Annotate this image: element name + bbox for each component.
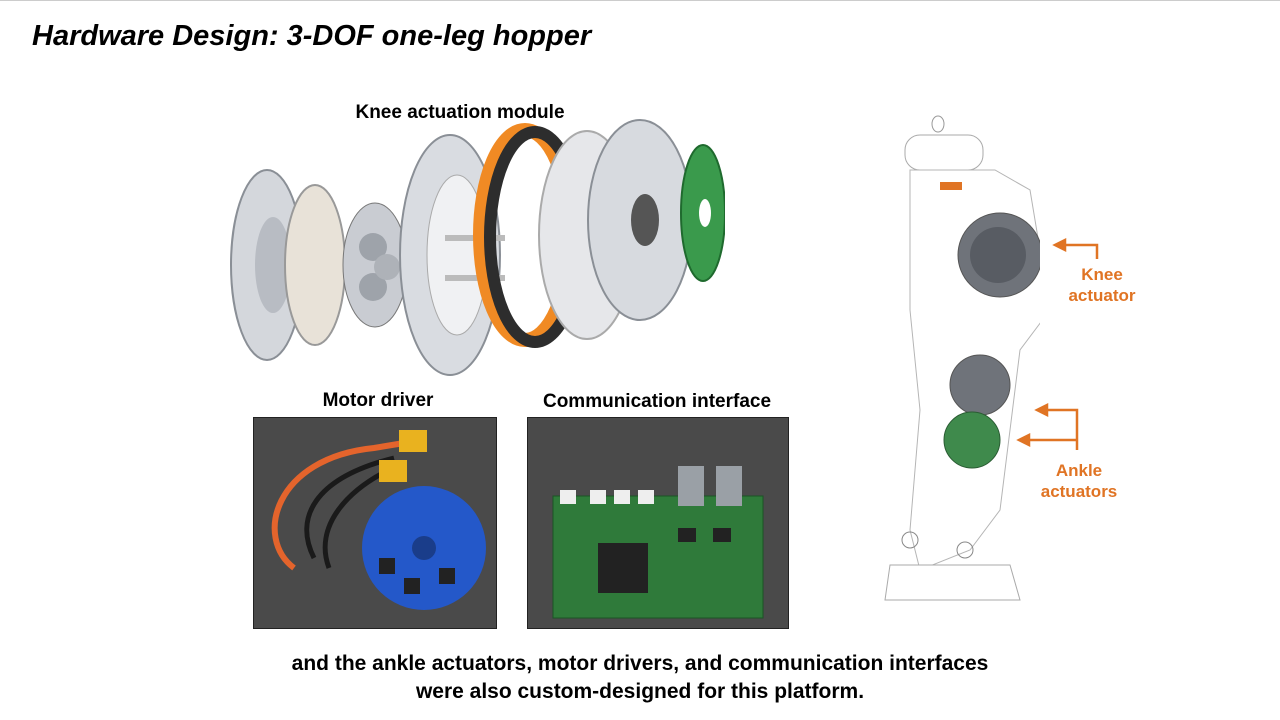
knee-label-line1: Knee	[1081, 265, 1123, 284]
knee-actuator-label: Knee actuator	[1064, 264, 1140, 306]
callout-arrows	[1016, 237, 1099, 450]
knee-arrow-icon	[1052, 237, 1067, 253]
leg-hopper-illustration	[884, 115, 1040, 601]
knee-module-caption: Knee actuation module	[355, 102, 565, 123]
motor-driver-caption: Motor driver	[322, 390, 434, 411]
ankle-label-line2: actuators	[1040, 482, 1118, 501]
ankle-label-line1: Ankle	[1055, 461, 1103, 480]
knee-actuation-exploded-image	[230, 119, 725, 376]
bottom-line-2: were also custom-designed for this platf…	[415, 680, 865, 703]
knee-label-line2: actuator	[1068, 286, 1136, 305]
motor-driver-photo	[253, 417, 497, 629]
comm-interface-caption: Communication interface	[542, 391, 772, 412]
ankle-actuators-label: Ankle actuators	[1036, 460, 1122, 502]
bottom-caption: and the ankle actuators, motor drivers, …	[0, 650, 1280, 706]
slide-title: Hardware Design: 3-DOF one-leg hopper	[32, 20, 592, 52]
top-border	[0, 0, 1280, 1]
communication-interface-photo	[527, 417, 789, 629]
bottom-line-1: and the ankle actuators, motor drivers, …	[291, 652, 989, 675]
